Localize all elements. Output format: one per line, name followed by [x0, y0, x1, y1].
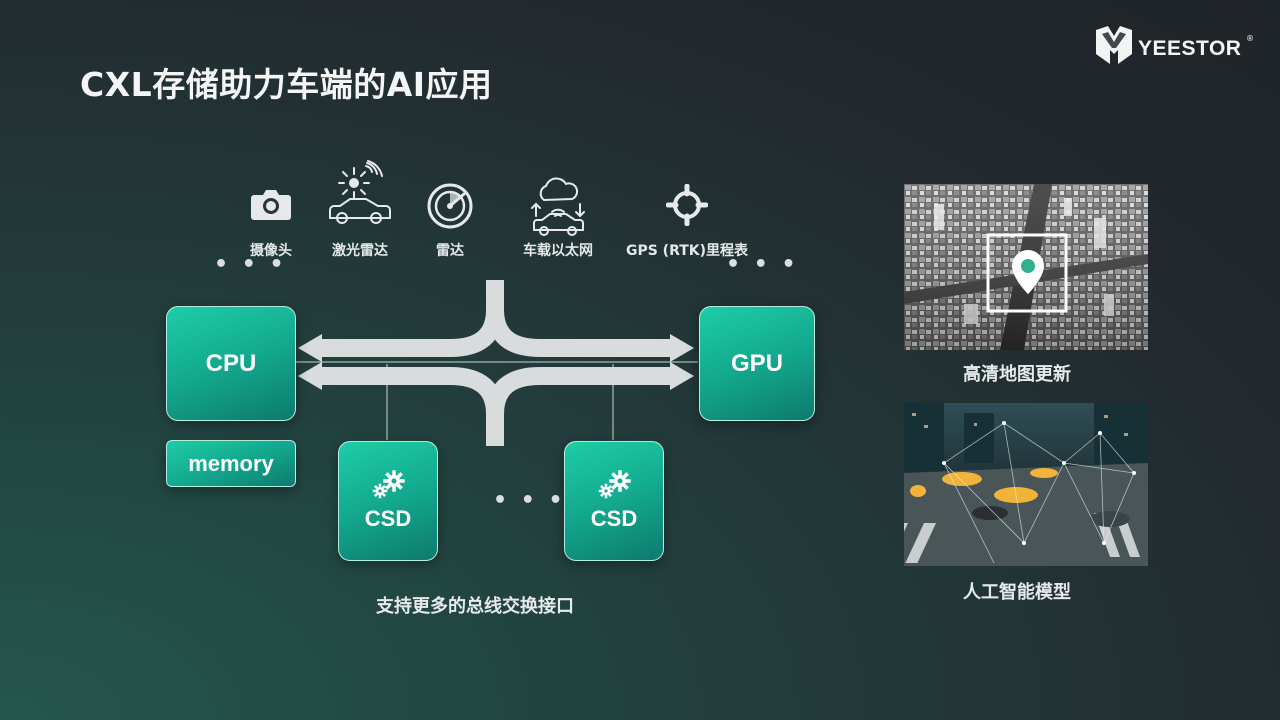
street-crossing-network-photo [904, 403, 1148, 566]
bus-arrows-diagram [294, 280, 698, 446]
csd-ellipsis: • • • [493, 488, 566, 513]
cpu-label: CPU [205, 349, 257, 377]
yeestor-logo-mark-icon [1096, 26, 1132, 64]
sensors-left-ellipsis: • • • [214, 252, 287, 277]
csd-box-2: CSD [564, 441, 664, 561]
csd-box-1: CSD [338, 441, 438, 561]
bus-caption: 支持更多的总线交换接口 [376, 596, 574, 617]
logo-wordmark: YEESTOR [1138, 37, 1242, 60]
csd-label-1: CSD [364, 506, 412, 531]
slide-title: CXL存储助力车端的AI应用 [80, 65, 493, 104]
gears-icon [598, 470, 631, 499]
app-caption-hd-map: 高清地图更新 [963, 364, 1071, 385]
yeestor-logo: YEESTOR ® [1094, 24, 1254, 68]
lidar-car-icon [329, 160, 391, 224]
sensor-label-ethernet: 车载以太网 [523, 243, 593, 259]
sensor-label-camera: 摄像头 [250, 243, 292, 259]
city-aerial-map-pin-photo [904, 184, 1148, 350]
csd-label-2: CSD [590, 506, 638, 531]
ethernet-car-icon [531, 177, 585, 236]
gears-icon [372, 470, 405, 499]
logo-registered-mark: ® [1246, 34, 1254, 43]
gpu-label: GPU [730, 349, 783, 377]
cpu-box: CPU [166, 306, 296, 421]
gps-crosshair-icon [666, 184, 708, 226]
sensor-label-gps: GPS (RTK)里程表 [625, 243, 749, 259]
sensor-label-radar: 雷达 [436, 243, 464, 259]
radar-icon [427, 183, 473, 229]
camera-icon [251, 190, 291, 220]
gpu-box: GPU [699, 306, 815, 421]
memory-box: memory [166, 440, 296, 487]
sensor-label-lidar: 激光雷达 [332, 243, 388, 259]
sensors-right-ellipsis: • • • [726, 252, 799, 277]
app-caption-ai-model: 人工智能模型 [963, 582, 1071, 603]
memory-label: memory [188, 450, 274, 476]
